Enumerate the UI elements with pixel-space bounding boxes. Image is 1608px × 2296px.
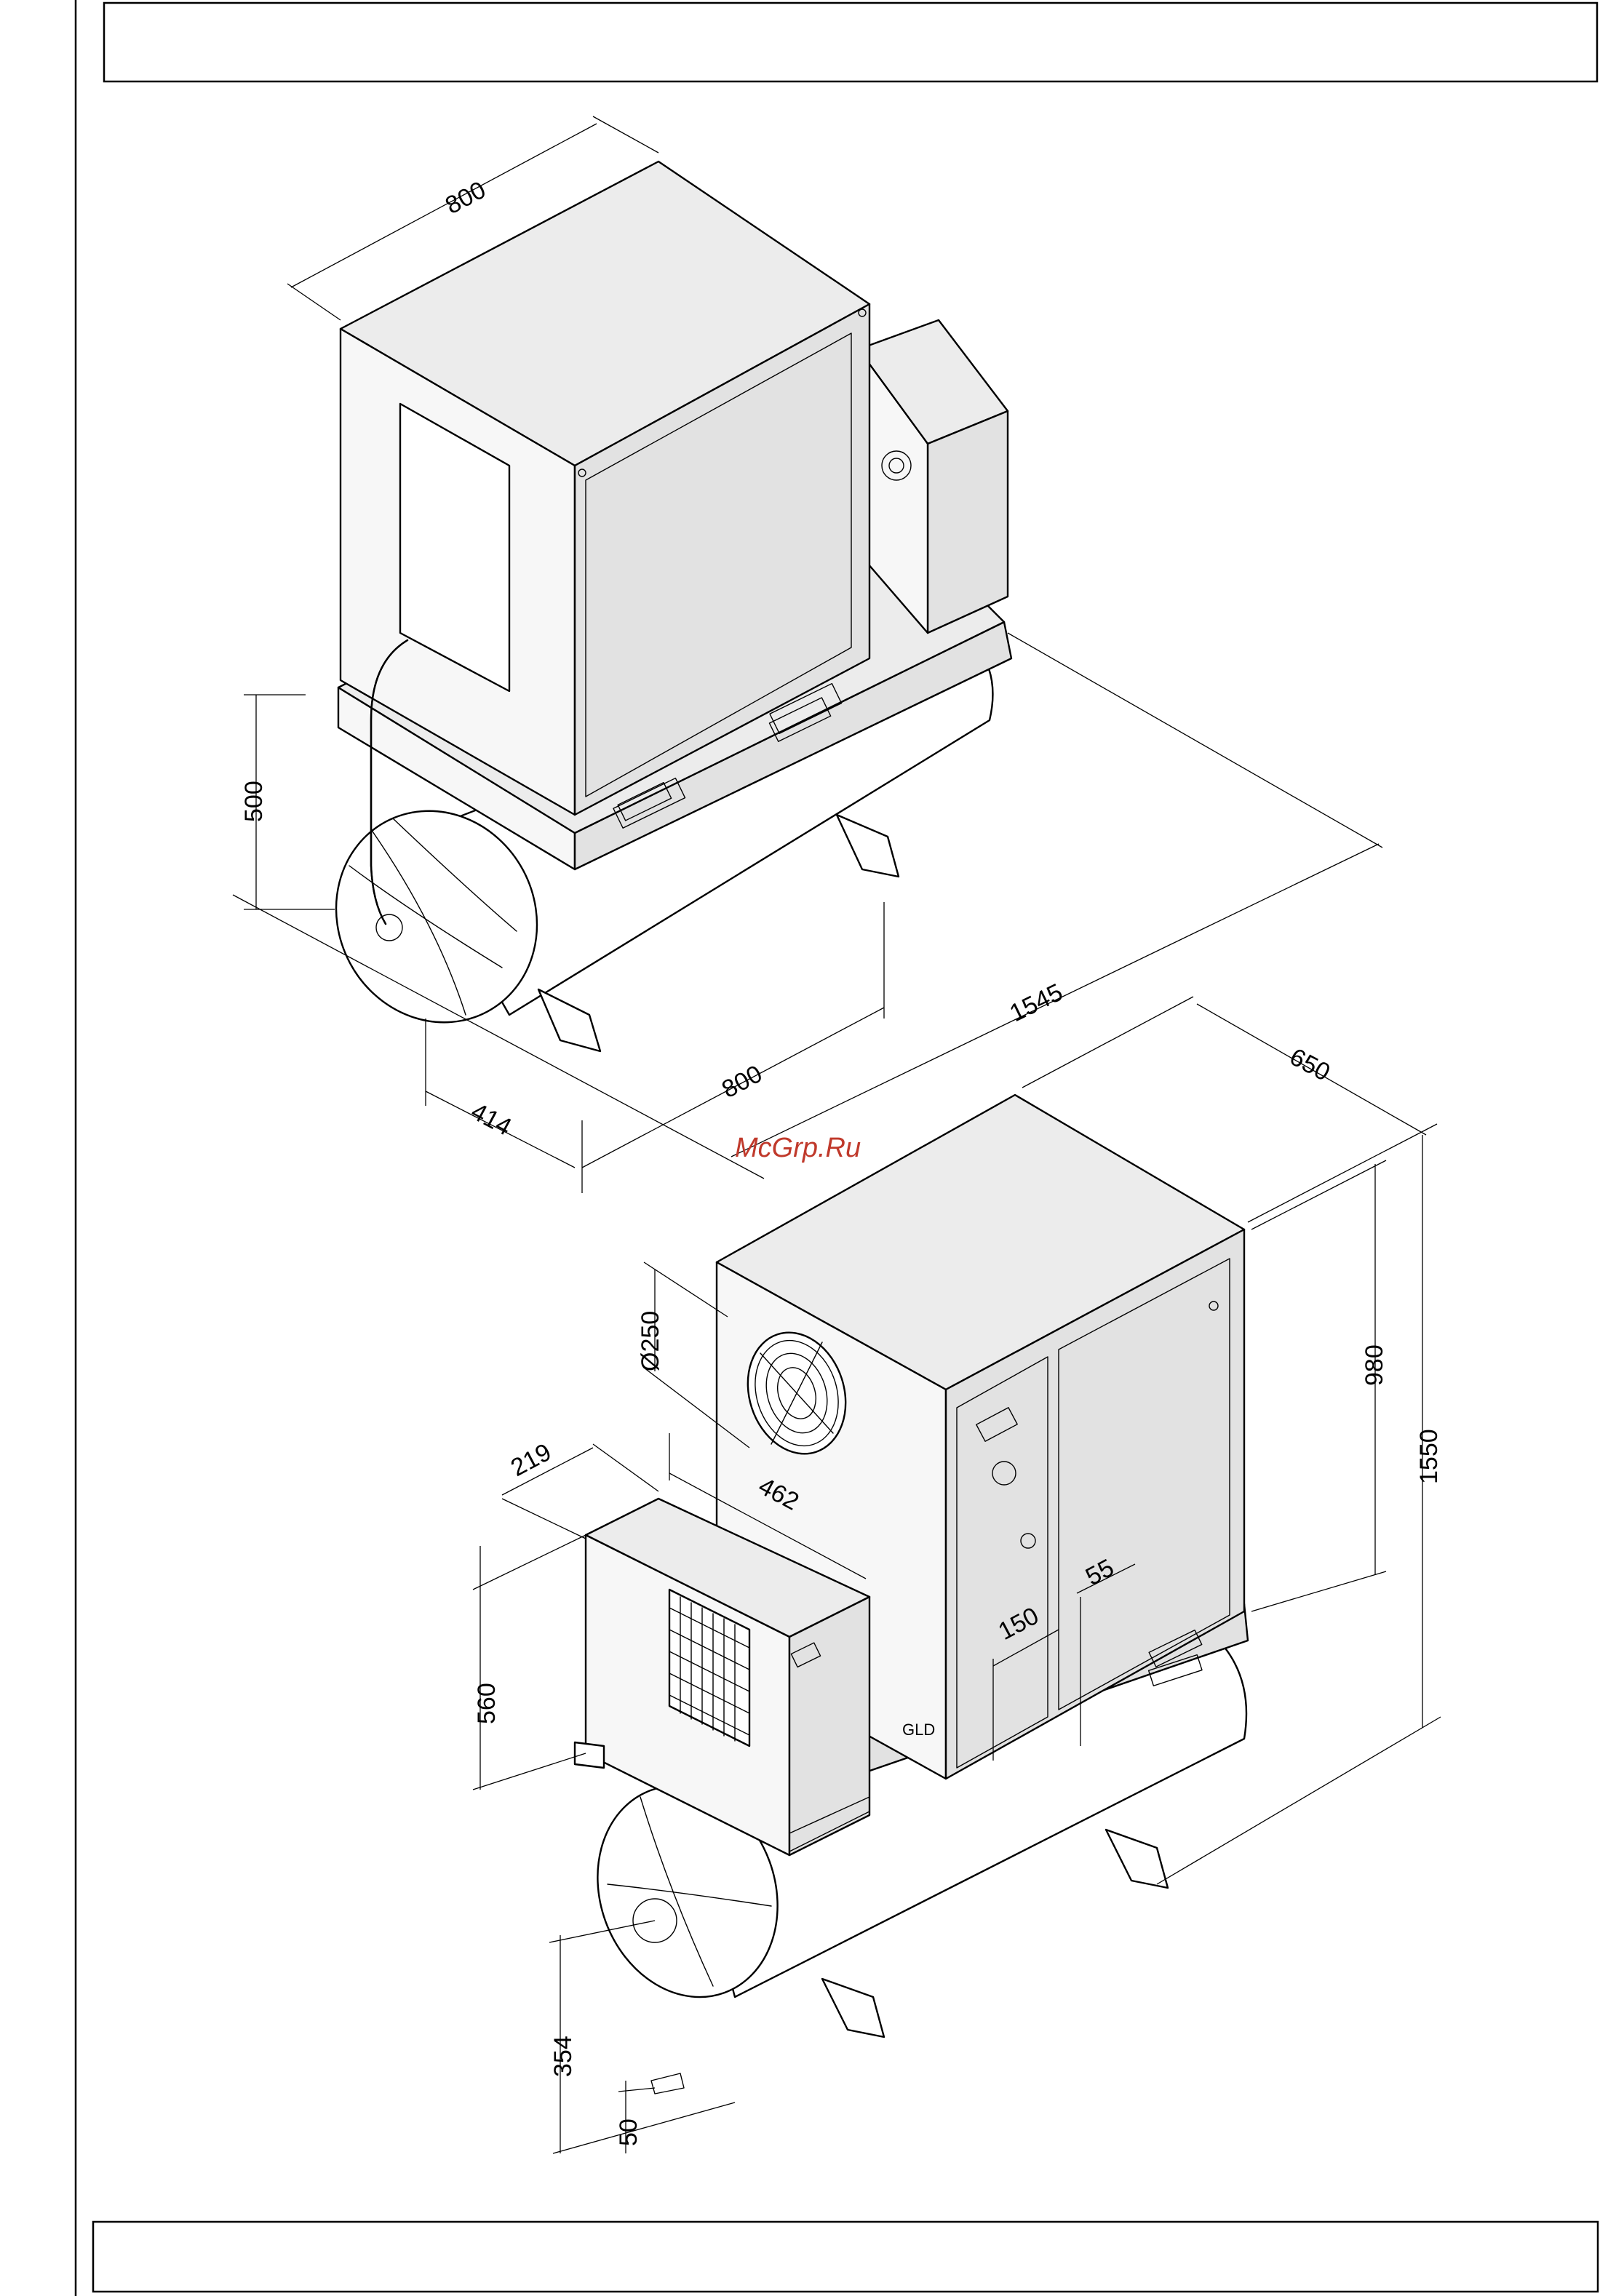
dim-b-dryer-depth: 219 xyxy=(506,1438,556,1482)
tank-foot-a-rear xyxy=(837,815,899,877)
dim-b-total-height: 1550 xyxy=(1415,1429,1443,1484)
dim-a-tank-height: 500 xyxy=(240,781,268,822)
dim-b-dryer-height: 560 xyxy=(473,1683,501,1724)
dim-b-depth: 650 xyxy=(1285,1043,1334,1087)
dim-b-outlet-height: 354 xyxy=(549,2036,577,2077)
cabinet-logo-text: GLD xyxy=(902,1721,935,1739)
footer-box xyxy=(93,2222,1598,2292)
compressor-unit-a: 800 500 1545 800 414 xyxy=(233,116,1382,1193)
dim-a-tank-length: 1545 xyxy=(1006,978,1067,1027)
dryer-side xyxy=(789,1597,869,1855)
tank-foot-b-rear xyxy=(1106,1830,1168,1888)
dim-b-fan-diameter: Ø250 xyxy=(637,1311,664,1371)
header-box xyxy=(104,3,1597,81)
compressor-unit-b: GLD 650 xyxy=(473,997,1443,2153)
tank-foot-b-front xyxy=(822,1979,884,2037)
dim-b-drain-height: 50 xyxy=(615,2118,642,2146)
dim-a-base-depth: 800 xyxy=(717,1060,767,1104)
dim-a-top-width: 800 xyxy=(441,176,490,220)
dim-b-cabinet-height: 980 xyxy=(1361,1344,1388,1386)
watermark: McGrp.Ru xyxy=(735,1133,861,1163)
dim-a-foot-offset: 414 xyxy=(466,1098,516,1141)
tank-foot-a-front xyxy=(538,989,600,1051)
